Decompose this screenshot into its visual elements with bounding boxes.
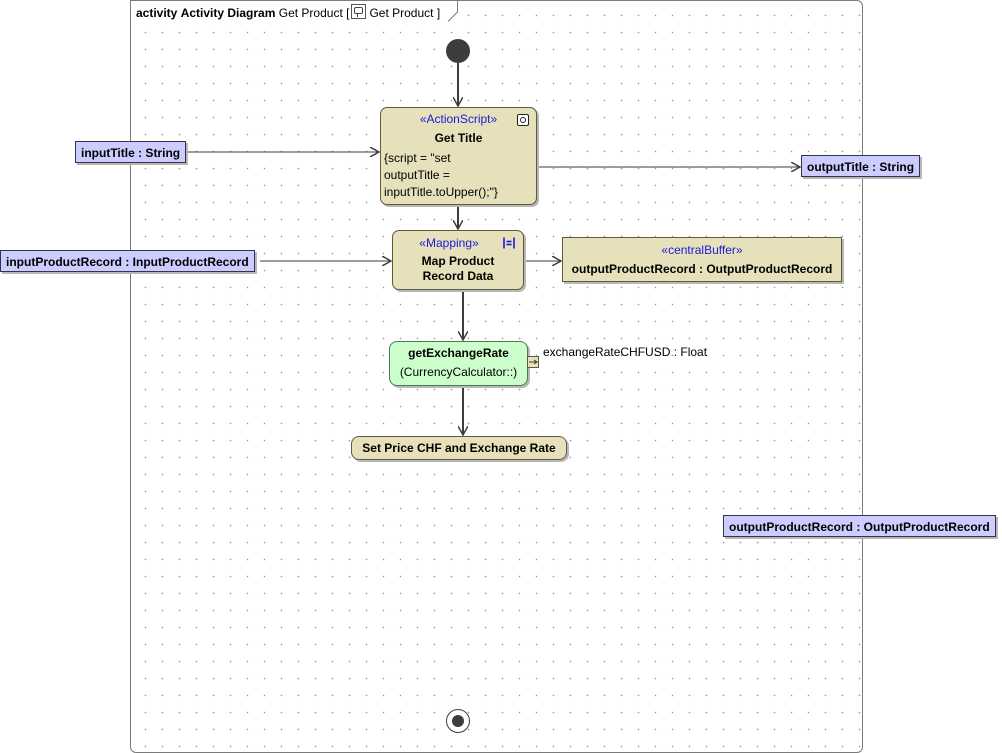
- frame-header-outline: [130, 0, 458, 22]
- output-pin-exchange-rate[interactable]: [527, 356, 539, 368]
- frame-owner-suffix: ]: [436, 6, 441, 20]
- central-buffer-node[interactable]: «centralBuffer» outputProductRecord : Ou…: [562, 237, 842, 282]
- frame-keyword: activity: [136, 6, 178, 20]
- get-title-stereotype: «ActionScript»: [419, 112, 498, 126]
- parameter-input-product-record[interactable]: inputProductRecord : InputProductRecord: [0, 250, 255, 272]
- get-exchange-rate-name: getExchangeRate: [408, 346, 509, 360]
- central-buffer-stereotype: «centralBuffer»: [661, 243, 743, 257]
- action-map-product-record[interactable]: «Mapping» Map Product Record Data: [392, 230, 524, 290]
- parameter-input-title[interactable]: inputTitle : String: [75, 141, 187, 163]
- parameter-output-title[interactable]: outputTitle : String: [801, 155, 921, 177]
- call-operation-get-exchange-rate[interactable]: getExchangeRate (CurrencyCalculator::): [389, 341, 528, 386]
- pin-arrow-icon: [529, 359, 538, 365]
- diagram-title: activity Activity Diagram Get Product [ G…: [136, 4, 440, 20]
- activity-final-node[interactable]: [446, 709, 470, 733]
- map-name: Map Product Record Data: [421, 254, 495, 283]
- output-pin-label: exchangeRateCHFUSD : Float: [543, 345, 708, 359]
- parameter-output-product-record[interactable]: outputProductRecord : OutputProductRecor…: [723, 515, 996, 537]
- action-set-price[interactable]: Set Price CHF and Exchange Rate: [351, 436, 567, 460]
- diagram-frame-header: activity Activity Diagram Get Product [ G…: [130, 0, 458, 22]
- frame-name: Activity Diagram: [180, 6, 276, 20]
- get-exchange-rate-owner: (CurrencyCalculator::): [399, 365, 518, 379]
- activity-icon: [351, 4, 367, 19]
- initial-node[interactable]: [446, 39, 470, 63]
- get-title-script: {script = "set outputTitle = inputTitle.…: [384, 151, 498, 199]
- frame-owner-name: Get Product: [369, 6, 434, 20]
- map-stereotype: «Mapping»: [419, 236, 479, 250]
- mapping-icon: [503, 237, 515, 249]
- action-get-title[interactable]: «ActionScript» Get Title {script = "set …: [380, 107, 537, 205]
- central-buffer-name: outputProductRecord : OutputProductRecor…: [571, 262, 833, 276]
- frame-owner-prefix: Get Product [: [278, 6, 350, 20]
- gear-icon: [517, 114, 529, 126]
- get-title-name: Get Title: [434, 131, 483, 145]
- set-price-name: Set Price CHF and Exchange Rate: [362, 441, 556, 455]
